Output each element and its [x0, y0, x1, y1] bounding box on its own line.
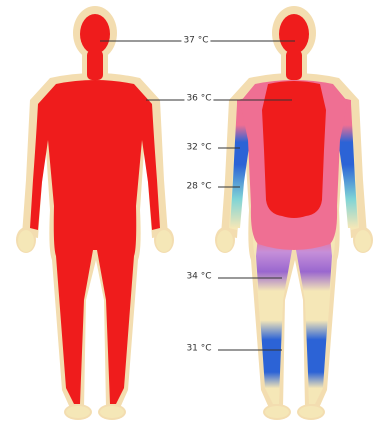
label-head-temperature: 37 °C	[181, 36, 210, 47]
label-torso-temperature: 36 °C	[184, 94, 213, 105]
front-figure	[16, 6, 174, 420]
back-core-region	[262, 14, 326, 218]
label-lower-leg-temperature: 31 °C	[184, 344, 213, 355]
back-figure	[215, 6, 373, 420]
label-forearm-temperature: 28 °C	[184, 182, 213, 193]
label-thigh-temperature: 34 °C	[184, 272, 213, 283]
label-upper-arm-temperature: 32 °C	[184, 143, 213, 154]
front-core-region	[30, 14, 160, 404]
